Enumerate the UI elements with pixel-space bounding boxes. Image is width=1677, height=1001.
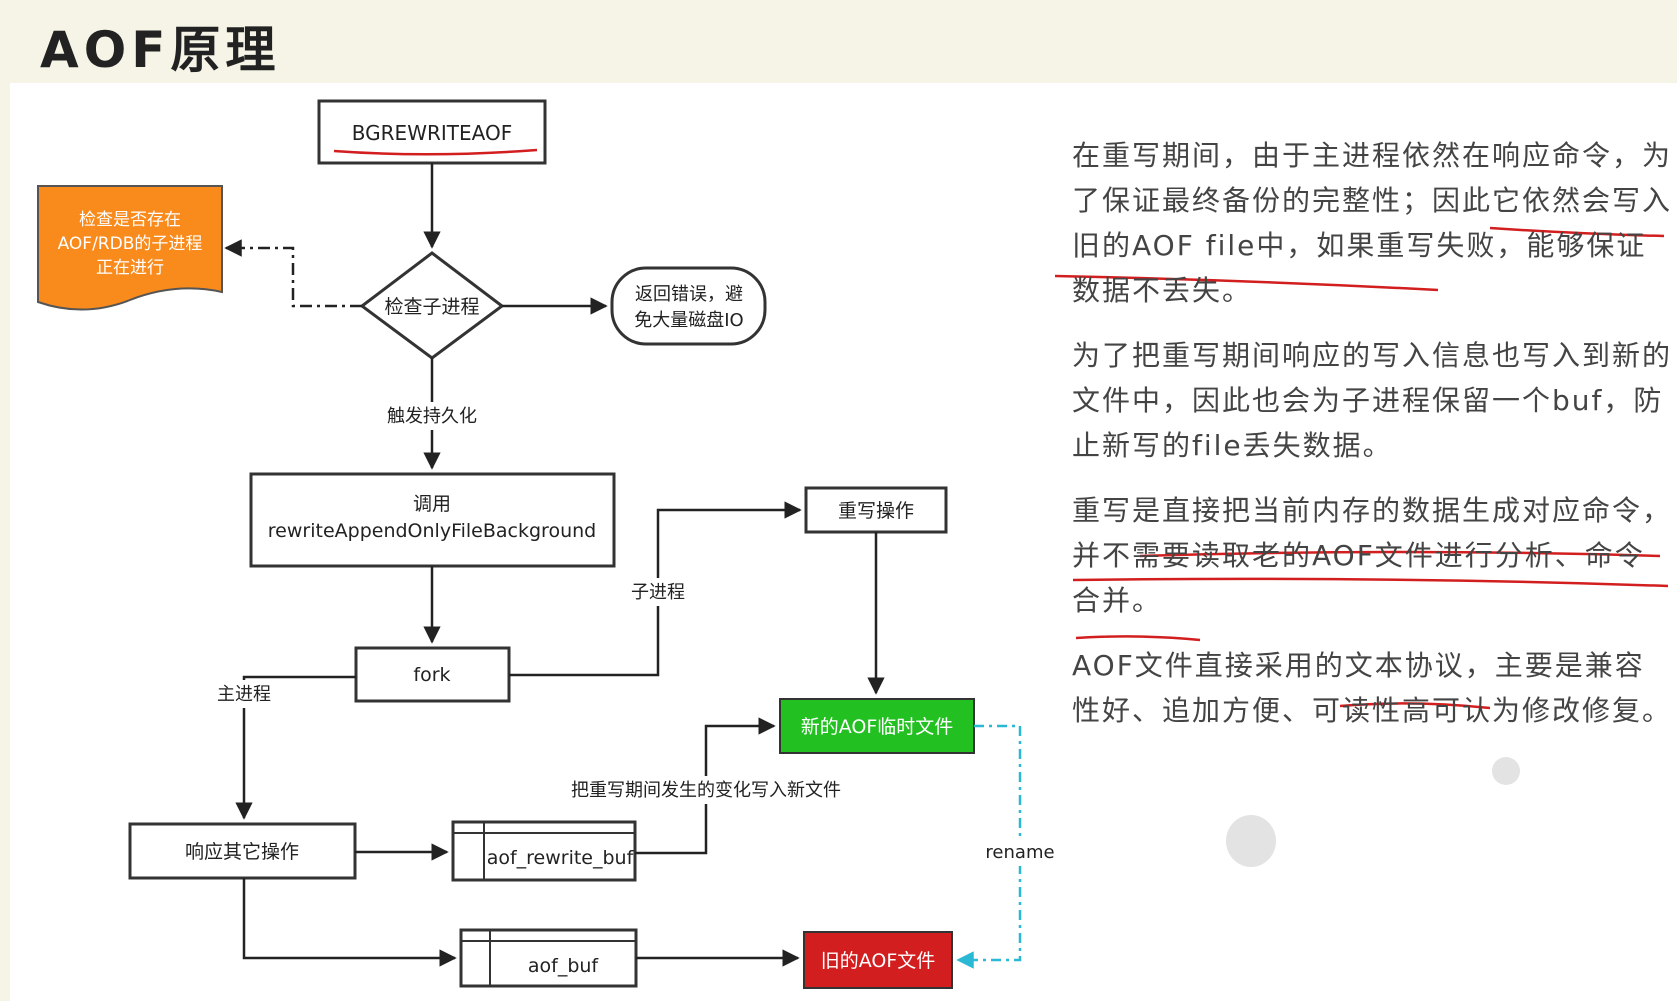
node-aof-rewrite-buf: aof_rewrite_buf (451, 820, 637, 882)
node-new-aof: 新的AOF临时文件 (779, 698, 975, 754)
decorative-dot (1226, 815, 1276, 867)
node-check-exists: 检查是否存在 AOF/RDB的子进程 正在进行 (37, 185, 223, 311)
edge-label-rename: rename (985, 842, 1054, 863)
node-check-exists-line3: 正在进行 (96, 258, 164, 278)
edge-fork-to-respond (235, 675, 356, 820)
note-paragraph-1: 在重写期间，由于主进程依然在响应命令，为了保证最终备份的完整性；因此它依然会写入… (1072, 139, 1673, 307)
node-bgrewriteaof-label: BGREWRITEAOF (352, 121, 512, 145)
node-old-aof: 旧的AOF文件 (803, 931, 953, 989)
edge-label-trigger: 触发持久化 (387, 406, 477, 427)
node-aof-buf-label: aof_buf (528, 955, 600, 977)
node-return-error-line1: 返回错误，避 (635, 284, 743, 305)
edge-label-main: 主进程 (217, 684, 271, 705)
edge-check-to-exists (224, 239, 362, 308)
node-check-child-label: 检查子进程 (384, 296, 479, 318)
node-call-rewrite: 调用 rewriteAppendOnlyFileBackground (249, 472, 616, 568)
node-new-aof-label: 新的AOF临时文件 (801, 716, 954, 738)
node-old-aof-label: 旧的AOF文件 (821, 950, 936, 972)
node-check-child: 检查子进程 (359, 251, 505, 360)
node-return-error-line2: 免大量磁盘IO (634, 310, 743, 331)
node-return-error: 返回错误，避 免大量磁盘IO (610, 266, 767, 346)
note-paragraph-4: AOF文件直接采用的文本协议，主要是兼容性好、追加方便、可读性高可认为修改修复。 (1072, 649, 1673, 727)
label-bg (206, 680, 282, 708)
node-respond-other: 响应其它操作 (128, 822, 357, 880)
note-paragraph-3: 重写是直接把当前内存的数据生成对应命令，并不需要读取老的AOF文件进行分析、命令… (1072, 494, 1673, 617)
label-bg (554, 776, 858, 804)
node-check-exists-line2: AOF/RDB的子进程 (58, 234, 203, 254)
node-aof-buf: aof_buf (459, 928, 638, 988)
decorative-dot (1492, 757, 1520, 785)
node-respond-label: 响应其它操作 (185, 841, 299, 863)
node-rewrite-op-label: 重写操作 (838, 500, 914, 522)
edge-respond-to-aofbuf (242, 878, 457, 967)
label-bg (982, 838, 1058, 866)
node-fork: fork (354, 646, 511, 703)
label-bg (626, 578, 690, 606)
node-check-exists-line1: 检查是否存在 (79, 210, 181, 230)
edge-label-write-changes: 把重写期间发生的变化写入新文件 (571, 780, 841, 801)
node-call-line2: rewriteAppendOnlyFileBackground (268, 520, 596, 542)
label-bg (378, 402, 486, 430)
notes-panel: 在重写期间，由于主进程依然在响应命令，为了保证最终备份的完整性；因此它依然会写入… (1072, 133, 1672, 753)
node-aof-rewrite-buf-label: aof_rewrite_buf (487, 847, 635, 869)
node-fork-label: fork (413, 664, 450, 686)
node-rewrite-op: 重写操作 (804, 486, 948, 534)
edge-label-child: 子进程 (631, 582, 685, 603)
annotation-underline (333, 148, 538, 156)
note-paragraph-2: 为了把重写期间响应的写入信息也写入到新的文件中，因此也会为子进程保留一个buf，… (1072, 339, 1673, 462)
notes-annotations (1054, 226, 1669, 710)
page-title: AOF原理 (40, 21, 281, 79)
node-call-line1: 调用 (413, 493, 451, 515)
